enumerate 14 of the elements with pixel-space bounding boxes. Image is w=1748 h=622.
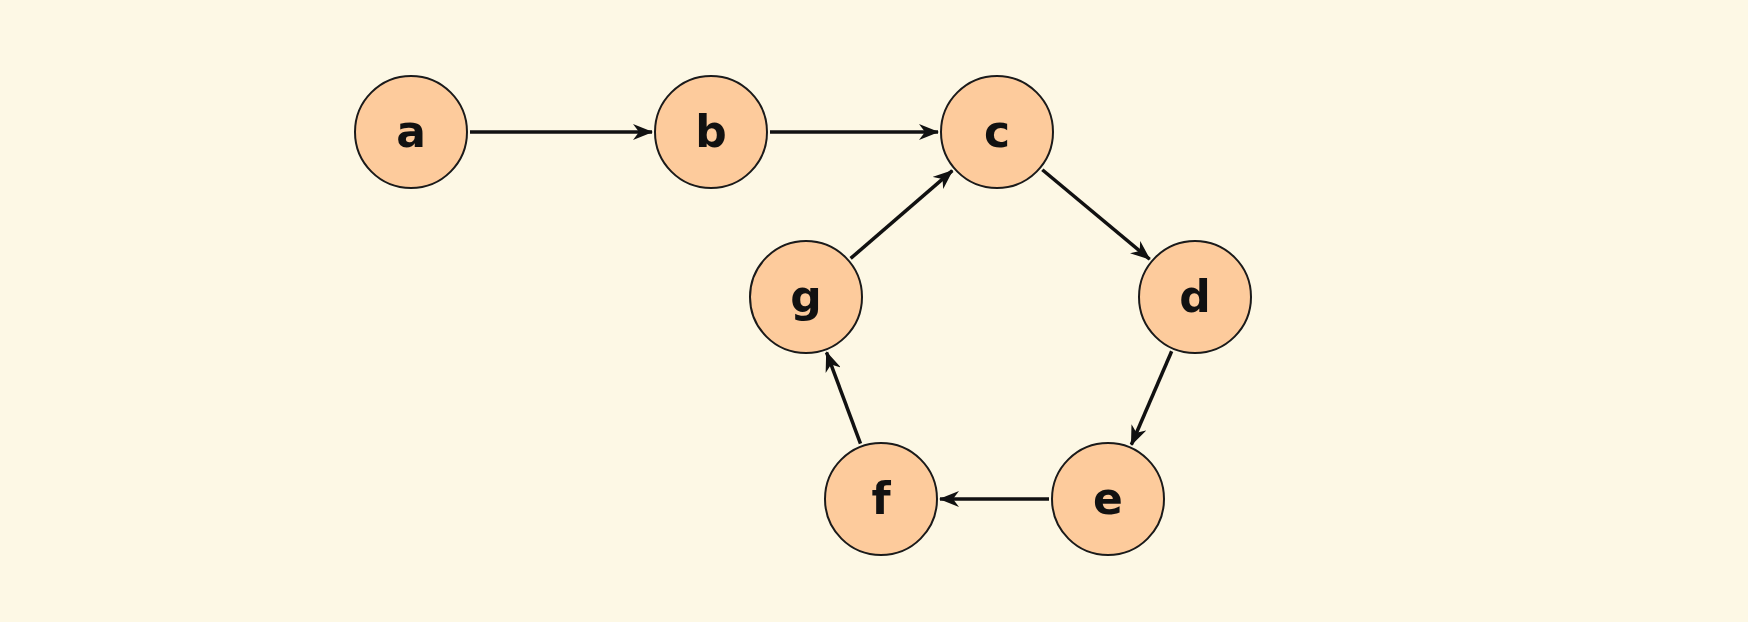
arrow: [1041, 168, 1151, 261]
node-label: b: [695, 110, 727, 154]
arrow: [824, 351, 863, 445]
node-label: g: [790, 275, 822, 319]
arrow: [939, 491, 1049, 507]
arrow: [470, 124, 653, 140]
node-label: c: [983, 110, 1011, 154]
node-label: e: [1093, 477, 1123, 521]
node-label: f: [871, 477, 891, 521]
node-label: a: [396, 110, 426, 154]
arrow: [1129, 350, 1174, 446]
arrow: [849, 169, 954, 260]
arrow: [770, 124, 939, 140]
node-label: d: [1179, 275, 1211, 319]
